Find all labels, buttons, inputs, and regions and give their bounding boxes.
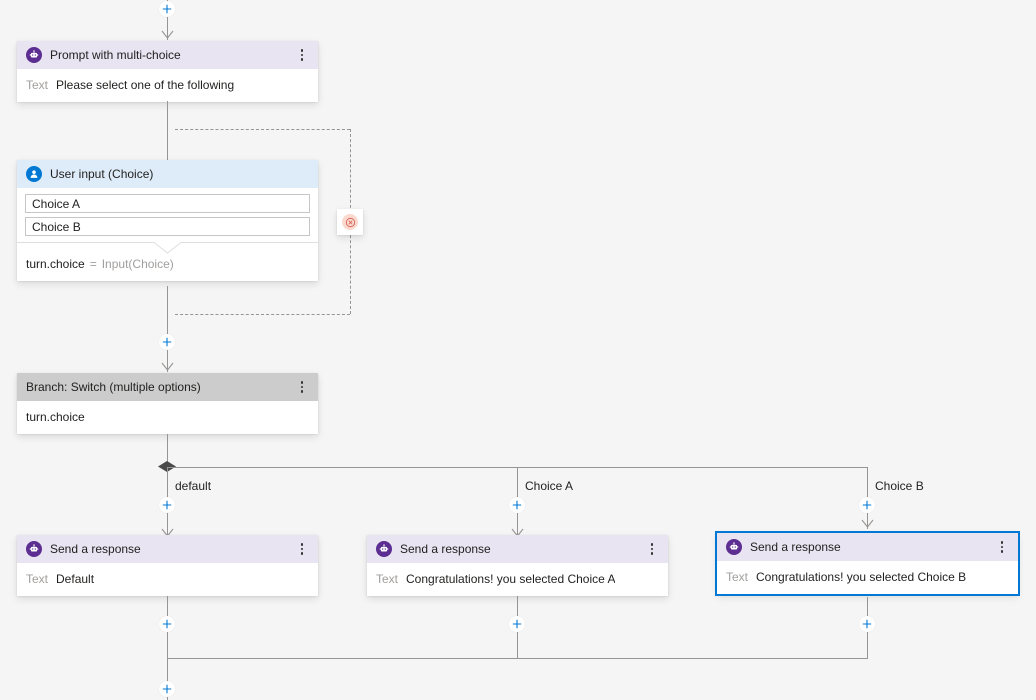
plus-icon [512,500,522,510]
add-node-button-branch-choice-a[interactable] [509,497,525,513]
node-title: Send a response [750,540,841,554]
bot-message-icon [726,539,742,555]
node-send-response-choice-a[interactable]: Send a response Text Congratulations! yo… [367,535,668,596]
node-body: Text Default [17,563,318,596]
node-title: Send a response [50,542,141,556]
add-node-button-branch-default[interactable] [159,497,175,513]
node-header: Send a response [17,535,318,563]
node-menu-button[interactable] [294,541,310,557]
plus-icon [162,337,172,347]
bot-message-icon [376,541,392,557]
node-menu-button[interactable] [294,379,310,395]
add-node-button-after-default[interactable] [159,616,175,632]
choice-row[interactable]: Choice A [25,194,310,213]
plus-icon [162,500,172,510]
user-icon [26,166,42,182]
choice-row[interactable]: Choice B [25,217,310,236]
node-user-input-choice[interactable]: User input (Choice) Choice A Choice B tu… [17,160,318,281]
node-body: Text Congratulations! you selected Choic… [367,563,668,596]
node-menu-button[interactable] [994,539,1010,555]
add-node-button-before-branch[interactable] [159,334,175,350]
node-header: Branch: Switch (multiple options) [17,373,318,401]
branch-label-choice-b: Choice B [875,479,924,493]
field-value-text: Congratulations! you selected Choice B [756,570,967,584]
add-node-button-top[interactable] [159,1,175,17]
node-branch-switch[interactable]: Branch: Switch (multiple options) turn.c… [17,373,318,434]
unrecognized-intent-badge[interactable] [337,209,363,235]
add-node-button-after-choice-a[interactable] [509,616,525,632]
error-circle-icon [342,214,358,230]
node-body: Text Congratulations! you selected Choic… [717,561,1018,594]
field-label-text: Text [376,572,399,586]
add-node-button-after-choice-b[interactable] [859,616,875,632]
choice-list: Choice A Choice B [17,188,318,243]
node-body: Text Please select one of the following [17,69,318,102]
node-prompt-with-multi-choice[interactable]: Prompt with multi-choice Text Please sel… [17,41,318,102]
dashed-loop-bottom [175,314,350,315]
dashed-loop-top [175,129,350,130]
node-title: Prompt with multi-choice [50,48,181,62]
choice-label: Choice A [32,196,81,211]
node-header: Prompt with multi-choice [17,41,318,69]
node-header: User input (Choice) [17,160,318,188]
plus-icon [162,4,172,14]
node-title: Send a response [400,542,491,556]
choice-label: Choice B [32,219,81,234]
plus-icon [162,684,172,694]
arrow-head-branch-choice-b [861,519,874,528]
edge-userinput-to-branch [167,286,168,372]
edge-flow-tail [167,658,168,700]
add-node-button-branch-choice-b[interactable] [859,497,875,513]
plus-icon [862,500,872,510]
node-body: turn.choice [17,401,318,434]
add-node-button-tail[interactable] [159,681,175,697]
node-title: User input (Choice) [50,167,154,181]
bot-message-icon [26,47,42,63]
field-label-text: Text [26,572,49,586]
node-menu-button[interactable] [294,47,310,63]
notch-chevron-icon [17,242,318,254]
field-label-text: Text [26,78,49,92]
plus-icon [512,619,522,629]
edge-top [167,0,168,40]
property-name: turn.choice [26,257,85,271]
field-label-text: Text [726,570,749,584]
node-send-response-default[interactable]: Send a response Text Default [17,535,318,596]
node-footer: turn.choice = Input(Choice) [17,243,318,281]
edge-merge-bar [167,658,868,659]
plus-icon [862,619,872,629]
field-value-text: Default [56,572,95,586]
arrow-head-top [161,30,174,39]
arrow-head-before-branch [161,362,174,371]
node-send-response-choice-b[interactable]: Send a response Text Congratulations! yo… [715,531,1020,596]
field-value-text: Congratulations! you selected Choice A [406,572,616,586]
edge-branch-stem [167,434,168,466]
equals-sign: = [89,257,97,271]
branch-condition: turn.choice [26,410,85,424]
branch-label-choice-a: Choice A [525,479,574,493]
branch-label-default: default [175,479,212,493]
branch-diamond-node [158,461,176,472]
bot-message-icon [26,541,42,557]
node-header: Send a response [367,535,668,563]
node-menu-button[interactable] [644,541,660,557]
input-expression: Input(Choice) [101,257,174,271]
edge-prompt-to-userinput [167,101,168,160]
node-title: Branch: Switch (multiple options) [26,380,201,394]
field-value-text: Please select one of the following [56,78,235,92]
node-header: Send a response [717,533,1018,561]
plus-icon [162,619,172,629]
